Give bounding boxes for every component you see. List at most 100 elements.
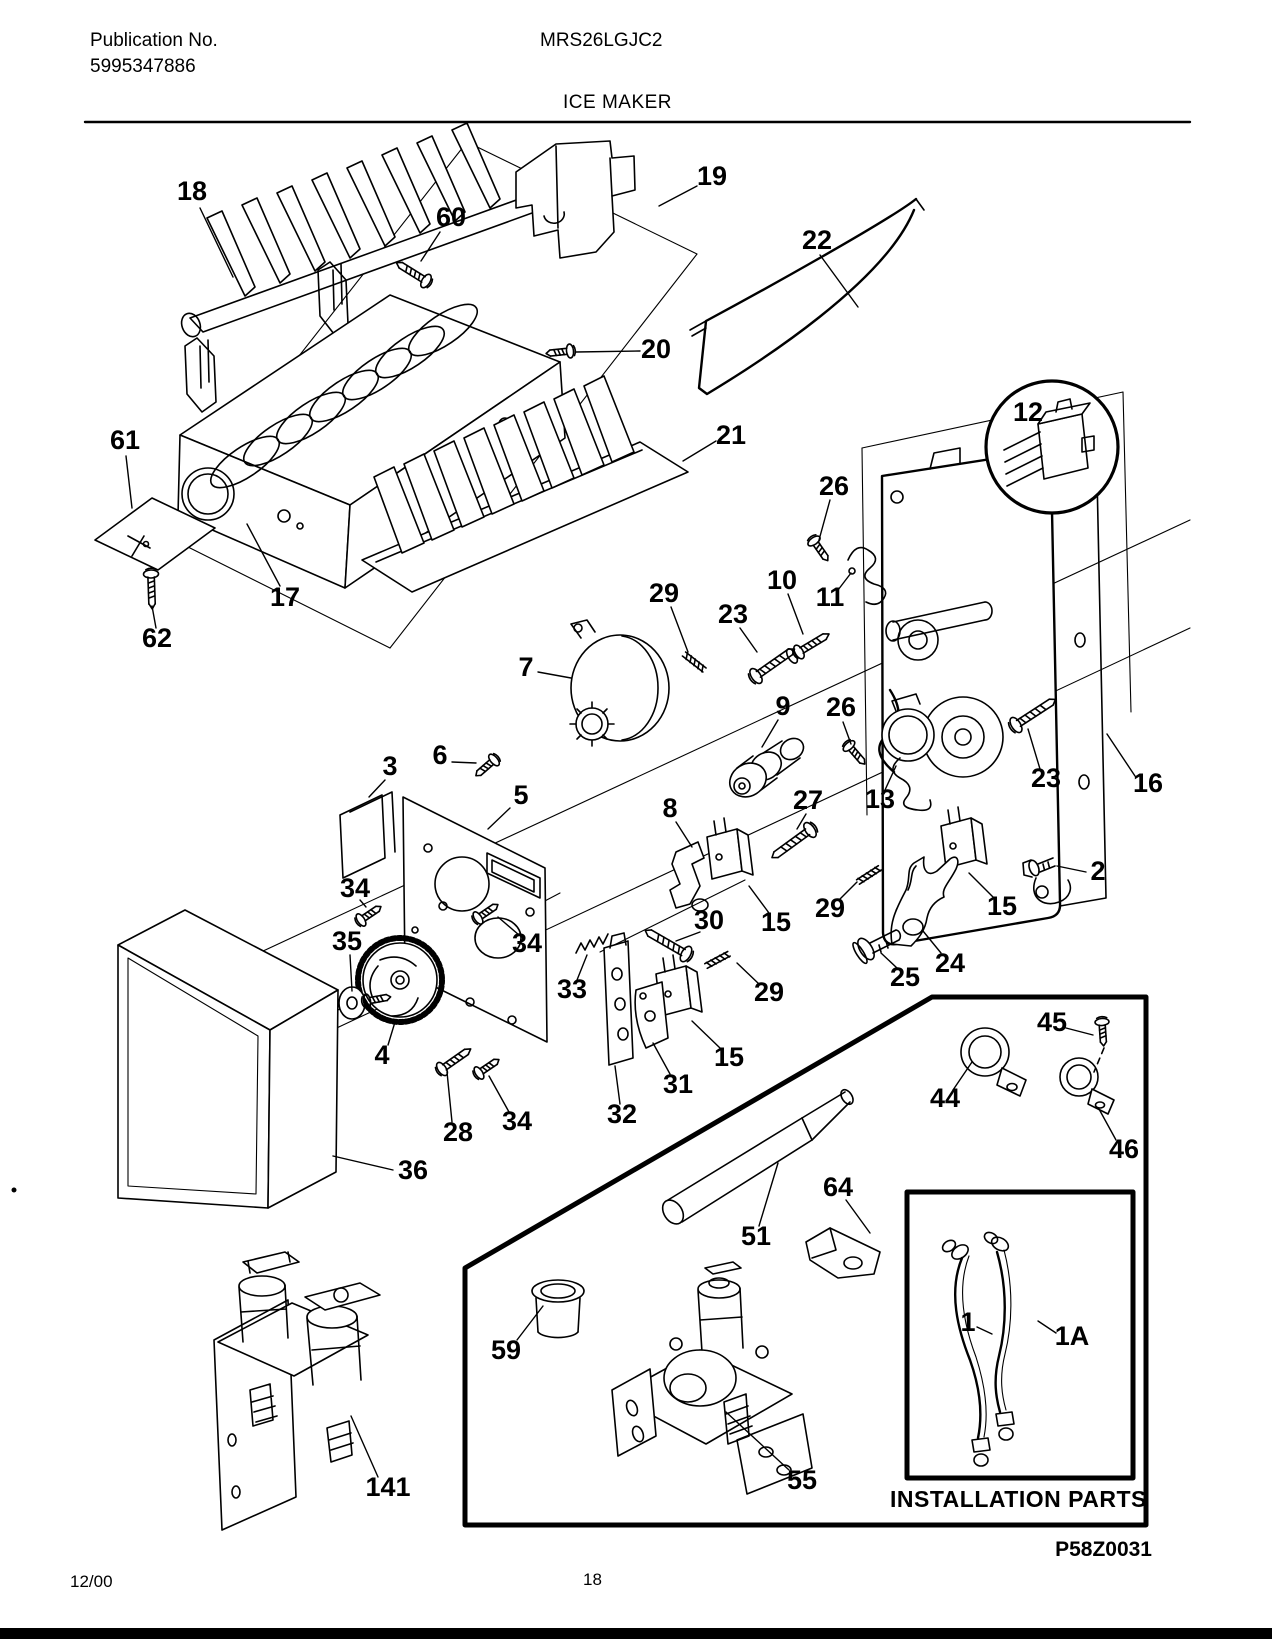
part-callout-36: 36	[398, 1155, 428, 1185]
callout-leader-24	[922, 930, 942, 954]
callout-leader-23	[1027, 728, 1041, 770]
callout-leader-1A	[1037, 1320, 1057, 1334]
part-screw-10	[785, 626, 834, 664]
callout-leader-27	[796, 813, 807, 830]
part-lever-8	[669, 841, 709, 912]
callout-leader-141	[350, 1415, 379, 1478]
part-callout-34: 34	[512, 928, 542, 958]
part-wire-22	[689, 197, 925, 396]
part-callout-13: 13	[865, 784, 895, 814]
part-callout-25: 25	[890, 962, 920, 992]
part-callout-12: 12	[1013, 397, 1043, 427]
part-clamp-46	[1059, 1057, 1115, 1115]
footer-page-number: 18	[583, 1570, 602, 1589]
part-valve-141	[213, 1251, 381, 1531]
part-callout-34: 34	[502, 1106, 532, 1136]
part-tube-1	[941, 1239, 991, 1467]
part-callout-11: 11	[816, 582, 845, 612]
callout-leader-21	[682, 440, 717, 462]
part-callout-15: 15	[714, 1042, 744, 1072]
part-callout-21: 21	[716, 420, 746, 450]
part-tube-1A	[983, 1231, 1015, 1441]
callout-leader-22	[819, 254, 859, 308]
part-screw-34-bottom	[469, 1052, 504, 1083]
part-valve-55	[611, 1261, 813, 1495]
part-callout-9: 9	[775, 691, 790, 721]
part-callout-55: 55	[787, 1465, 817, 1495]
callout-leader-8	[675, 821, 693, 848]
part-washer-35	[338, 986, 366, 1020]
callout-leader-2	[1056, 865, 1087, 873]
part-screw-25	[852, 929, 902, 965]
part-callout-59: 59	[491, 1335, 521, 1365]
part-callout-3: 3	[382, 751, 397, 781]
part-screw-28	[432, 1041, 476, 1080]
bottom-rule	[0, 1628, 1272, 1639]
part-thermostat-13	[881, 693, 935, 812]
diagram-code: P58Z0031	[1055, 1538, 1152, 1561]
callout-leader-34	[488, 1075, 510, 1113]
part-screw-23-left	[744, 641, 801, 688]
page-title: ICE MAKER	[563, 92, 673, 113]
part-link-32	[603, 932, 634, 1066]
part-callout-27: 27	[793, 785, 823, 815]
part-screw-30	[640, 922, 697, 966]
callout-leader-3	[368, 779, 386, 798]
callout-leader-45	[1065, 1027, 1094, 1036]
part-callout-18: 18	[177, 176, 207, 206]
callout-leader-31	[652, 1042, 671, 1075]
installation-parts-label: INSTALLATION PARTS	[890, 1486, 1147, 1512]
callout-leader-15	[968, 872, 994, 898]
part-callout-23: 23	[1031, 763, 1061, 793]
part-comb-21	[361, 375, 689, 593]
callout-leader-1	[976, 1326, 993, 1335]
part-stud-29-upper	[681, 650, 708, 674]
callout-leader-34	[359, 899, 367, 908]
part-arm-24	[890, 856, 959, 947]
callout-leader-16	[1106, 733, 1136, 777]
part-clip-11	[847, 546, 887, 606]
stray-mark	[11, 1187, 17, 1193]
part-callout-46: 46	[1109, 1134, 1139, 1164]
part-callout-30: 30	[694, 905, 724, 935]
part-callout-32: 32	[607, 1099, 637, 1129]
callout-leader-36	[332, 1155, 394, 1171]
part-callout-1: 1	[960, 1307, 975, 1337]
callout-leader-15	[748, 885, 770, 914]
part-callout-4: 4	[374, 1040, 389, 1070]
part-callout-64: 64	[823, 1172, 853, 1202]
callout-leader-60	[420, 231, 441, 262]
part-callout-29: 29	[754, 977, 784, 1007]
callout-leader-59	[516, 1305, 544, 1341]
supply-tubes-box	[904, 1189, 1136, 1481]
callout-leader-30	[675, 931, 701, 942]
part-bolt-2	[1022, 857, 1072, 905]
part-callout-51: 51	[741, 1221, 771, 1251]
part-callout-61: 61	[110, 425, 140, 455]
part-callout-26: 26	[826, 692, 856, 722]
part-stud-29-bottom	[703, 950, 732, 970]
callout-leader-34	[497, 916, 520, 936]
part-screw-62	[142, 567, 161, 611]
part-callout-23: 23	[718, 599, 748, 629]
part-screw-45	[1093, 1015, 1112, 1073]
callout-leader-7	[537, 671, 572, 679]
part-stripper-19	[515, 140, 636, 259]
part-cylinder-9	[728, 737, 805, 798]
callout-leader-13	[884, 765, 897, 791]
part-plate-61	[94, 497, 216, 571]
part-bushing-59	[531, 1279, 585, 1339]
callout-leader-64	[845, 1199, 871, 1234]
part-callout-35: 35	[332, 926, 362, 956]
callout-leader-29	[736, 962, 760, 985]
part-callout-28: 28	[443, 1117, 473, 1147]
part-callout-29: 29	[815, 893, 845, 923]
callout-leader-55	[725, 1411, 790, 1471]
callout-leader-46	[1098, 1108, 1117, 1141]
part-label-3	[339, 791, 396, 879]
part-callout-24: 24	[935, 948, 965, 978]
publication-label: Publication No.	[90, 30, 218, 51]
part-callout-16: 16	[1133, 768, 1163, 798]
part-screw-27	[766, 818, 822, 866]
part-screw-6	[470, 750, 504, 782]
